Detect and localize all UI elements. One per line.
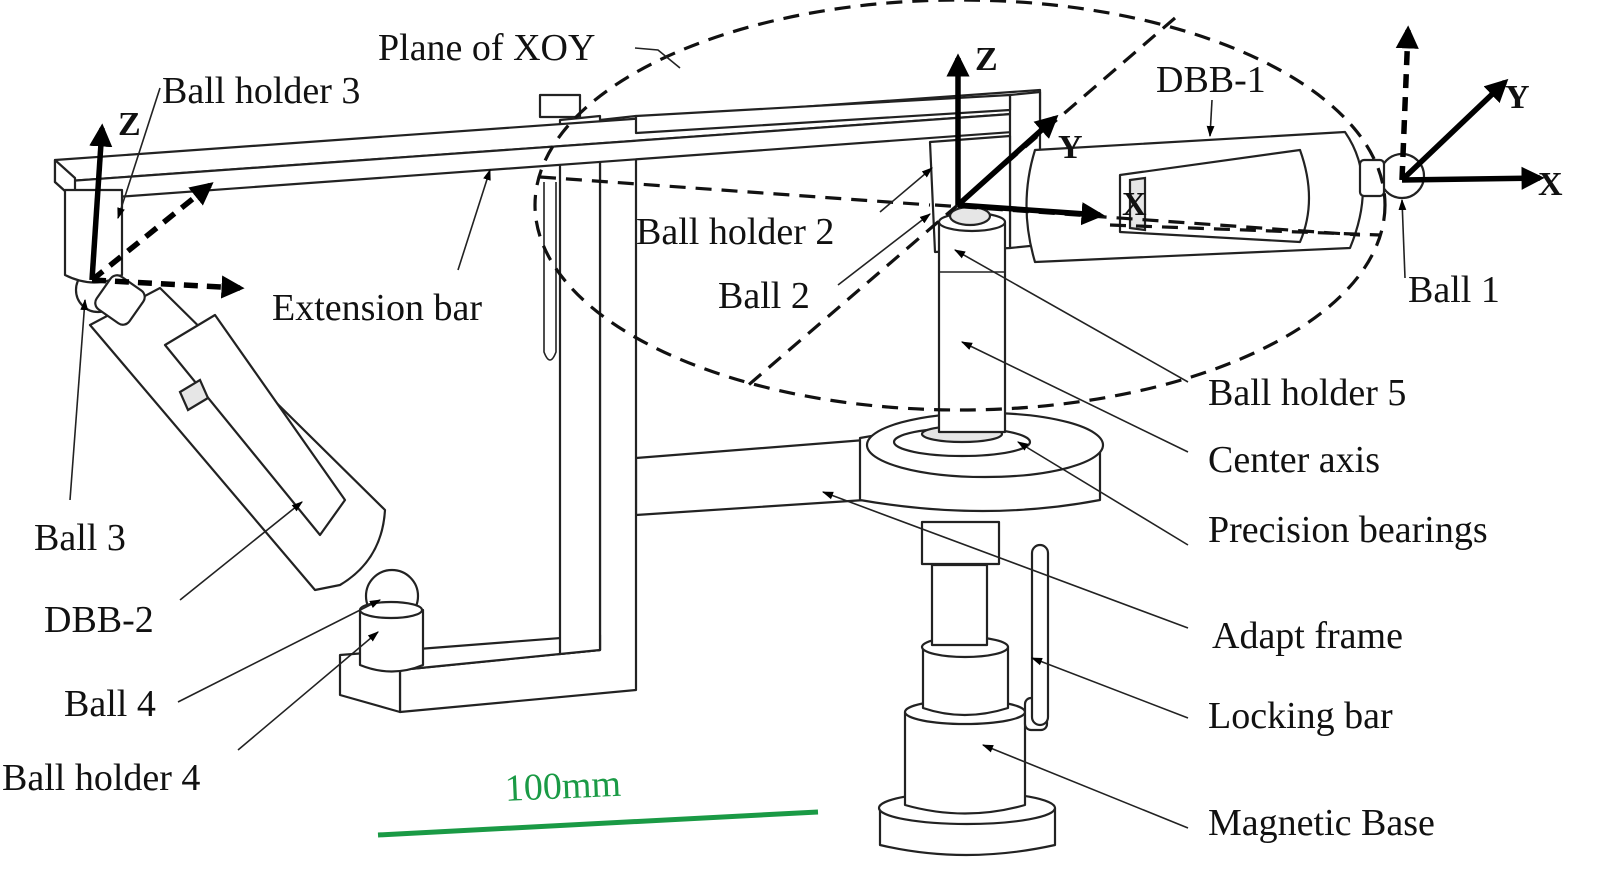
label-ball-1: Ball 1 [1408,269,1500,311]
axis-x-ball-2: X [1122,186,1147,223]
label-plane-xoy: Plane of XOY [378,27,595,69]
plane-xoy [533,0,1387,412]
axis-y-ball-2: Y [1058,129,1083,166]
label-dbb-2: DBB-2 [44,599,154,641]
axes-ball-2 [946,53,1105,226]
label-extension-bar: Extension bar [272,287,482,329]
label-adapt-frame: Adapt frame [1212,615,1403,657]
axis-z-ball-3: Z [118,106,141,143]
label-magnetic-base: Magnetic Base [1208,802,1435,844]
locking-bar [1030,543,1050,727]
precision-bearings [858,411,1105,513]
label-locking-bar: Locking bar [1208,695,1393,737]
label-ball-holder-3: Ball holder 3 [162,70,360,112]
label-ball-2: Ball 2 [718,275,810,317]
label-ball-holder-4: Ball holder 4 [2,757,200,799]
label-dbb-1: DBB-1 [1156,59,1266,101]
adapt-frame [338,93,867,714]
axes-ball-1 [1395,25,1545,190]
leader-lines [69,47,1407,829]
axis-y-ball-1: Y [1505,79,1530,116]
center-axis [937,205,1007,434]
scale-bar-label: 100mm [504,763,622,810]
dbb-2 [63,188,425,673]
label-ball-3: Ball 3 [34,517,126,559]
label-center-axis: Center axis [1208,439,1380,481]
label-ball-holder-5: Ball holder 5 [1208,372,1406,414]
label-precision-bearings: Precision bearings [1208,509,1488,551]
dbb-1 [1025,130,1426,264]
axis-z-ball-2: Z [975,41,998,78]
magnetic-base [877,520,1057,857]
slot [543,182,557,361]
label-ball-holder-2: Ball holder 2 [636,211,834,253]
axis-x-ball-1: X [1538,166,1563,203]
scale-bar-line [377,809,819,838]
axes-ball-3 [89,123,245,299]
label-ball-4: Ball 4 [64,683,156,725]
scale-bar: 100mm [377,763,819,838]
